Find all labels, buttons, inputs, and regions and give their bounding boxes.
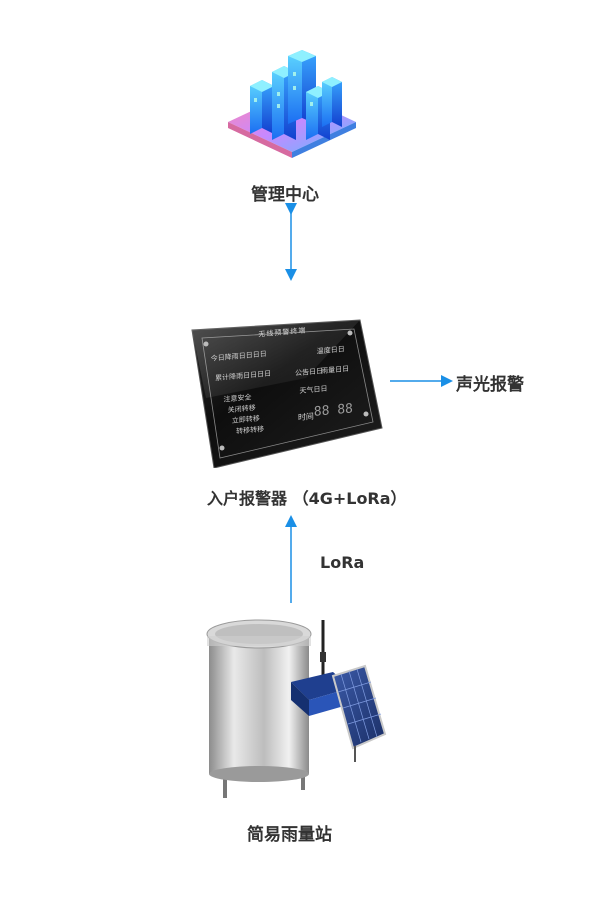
device-screen-row: 转移转移	[235, 425, 265, 436]
rain-station-label: 简易雨量站	[247, 825, 332, 845]
device-screen-row: 累计降雨日日日日	[215, 369, 272, 383]
household-alarm-label: 入户报警器 （4G+LoRa）	[207, 489, 407, 508]
sound-light-alarm-label: 声光报警	[456, 375, 524, 395]
device-screen-right-row: 雨量日日	[321, 364, 350, 376]
management-center-label: 管理中心	[251, 185, 319, 205]
lora-link-label: LoRa	[320, 553, 365, 572]
rain-station-device	[205, 612, 395, 802]
device-screen-right-row: 公告日日	[295, 367, 324, 378]
device-screen-right-row: 天气日日	[299, 384, 328, 396]
device-screen-title: 无线预警终端	[258, 326, 307, 339]
management-center-icon	[222, 42, 362, 162]
household-alarm-device: 无线预警终端 今日降雨日日日日 累计降雨日日日日 注意安全 关闭转移 立即转移 …	[186, 318, 386, 468]
device-screen-right-row: 温度日日	[316, 345, 345, 356]
device-screen-time-label: 时间	[297, 411, 314, 423]
device-screen-digits: 88 88	[313, 401, 354, 420]
device-screen-row: 今日降雨日日日日	[210, 349, 267, 363]
